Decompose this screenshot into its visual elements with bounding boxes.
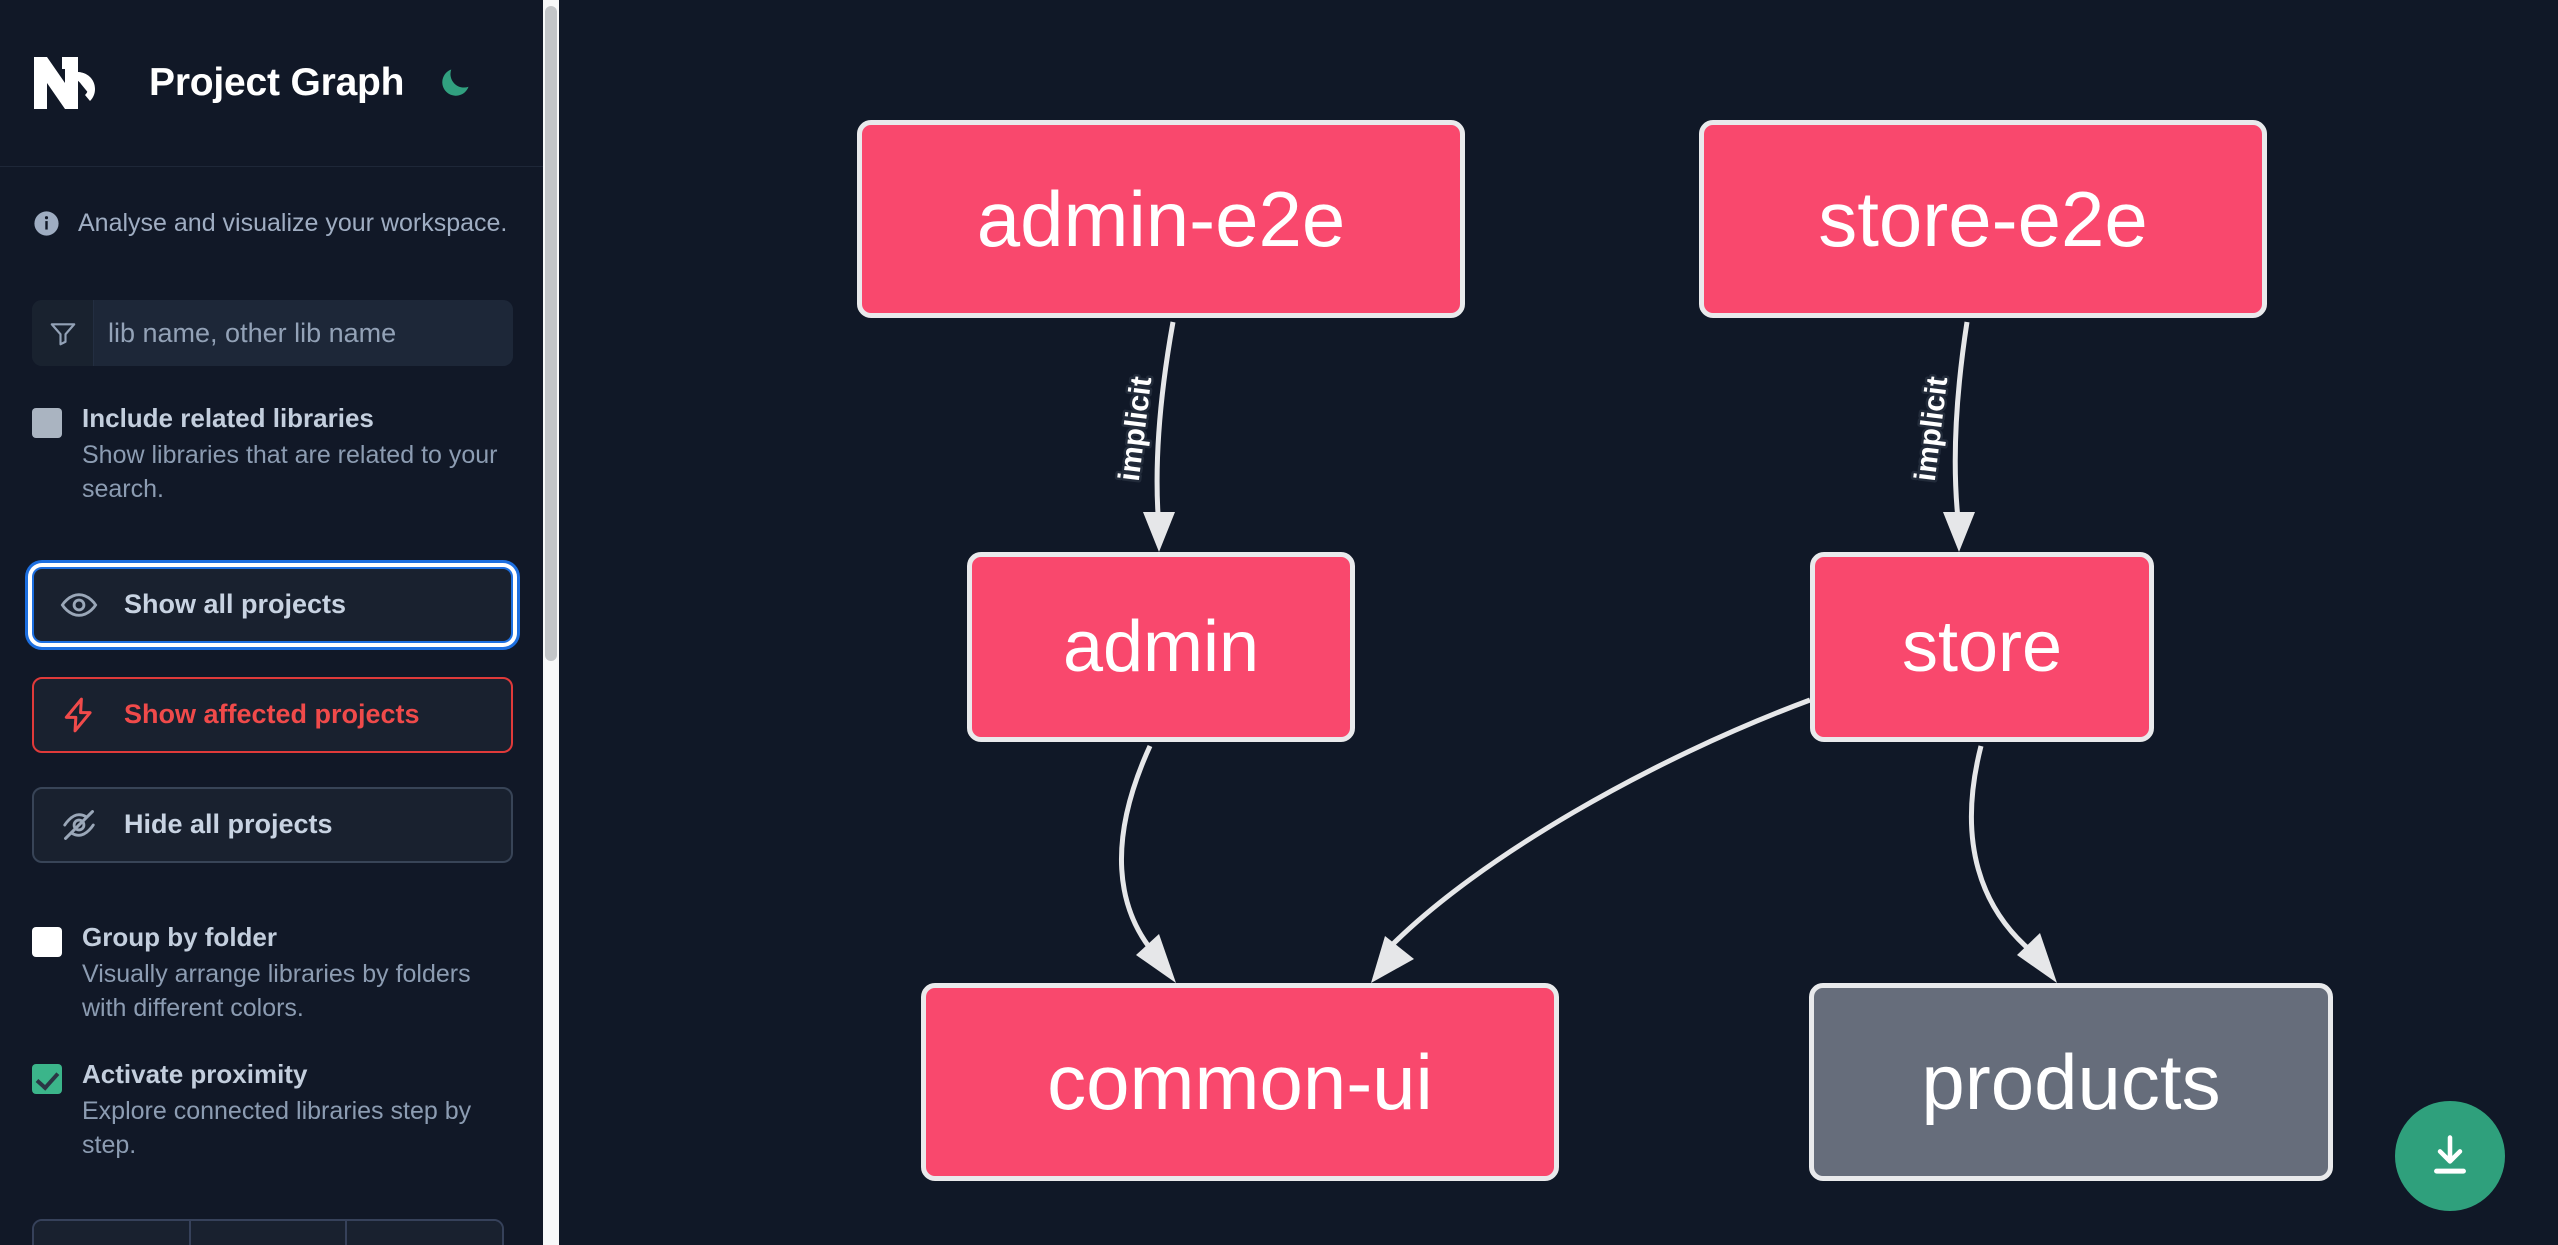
download-icon <box>2434 1135 2466 1174</box>
graph-node-store-e2e[interactable]: store-e2e <box>1699 120 2267 318</box>
show-all-projects-button[interactable]: Show all projects <box>32 566 513 643</box>
info-circle-icon <box>34 211 59 236</box>
graph-node-admin-e2e[interactable]: admin-e2e <box>857 120 1465 318</box>
filter-funnel-icon <box>32 300 94 366</box>
show-affected-projects-button[interactable]: Show affected projects <box>32 676 513 753</box>
sidebar: Project Graph Analyse and visualize your… <box>0 0 559 1245</box>
graph-node-label: admin-e2e <box>976 174 1346 263</box>
tagline-text: Analyse and visualize your workspace. <box>78 209 508 237</box>
option-label: Group by folder <box>82 921 277 952</box>
sidebar-content: Project Graph Analyse and visualize your… <box>0 0 545 1245</box>
sidebar-header: Project Graph <box>0 0 545 167</box>
visibility-button-group: Show all projects Show affected projects… <box>32 566 513 863</box>
group-by-folder-checkbox[interactable] <box>32 926 62 957</box>
option-group-by-folder[interactable]: Group by folder Visually arrange librari… <box>0 921 545 1026</box>
include-related-libraries-checkbox[interactable] <box>32 408 62 438</box>
option-include-related-libraries[interactable]: Include related libraries Show libraries… <box>0 403 545 507</box>
edge-admin-to-common-ui <box>1119 744 1176 983</box>
option-description: Explore connected libraries step by step… <box>82 1096 472 1160</box>
proximity-segment-3[interactable] <box>347 1221 502 1245</box>
option-label: Include related libraries <box>82 403 374 433</box>
graph-node-common-ui[interactable]: common-ui <box>921 983 1559 1181</box>
graph-node-admin[interactable]: admin <box>967 552 1355 742</box>
show-affected-projects-label: Show affected projects <box>124 699 420 730</box>
show-all-projects-label: Show all projects <box>124 589 347 620</box>
sidebar-tagline: Analyse and visualize your workspace. <box>0 167 545 238</box>
graph-node-label: store <box>1901 607 2063 687</box>
filter-funnel-icon-glyph <box>50 323 75 346</box>
proximity-segment-2[interactable] <box>190 1221 348 1245</box>
option-description: Visually arrange libraries by folders wi… <box>82 959 471 1023</box>
hide-all-projects-label: Hide all projects <box>124 809 333 840</box>
graph-node-label: store-e2e <box>1818 174 2148 263</box>
option-texts: Group by folder Visually arrange librari… <box>82 921 513 1026</box>
edge-store-to-products <box>1968 745 2057 983</box>
activate-proximity-checkbox[interactable] <box>32 1063 62 1094</box>
moon-icon[interactable] <box>433 61 477 105</box>
option-activate-proximity[interactable]: Activate proximity Explore connected lib… <box>0 1058 545 1163</box>
moon-icon-glyph <box>442 69 469 96</box>
option-label: Activate proximity <box>82 1058 308 1089</box>
eye-off-icon <box>63 809 95 840</box>
eye-icon <box>60 593 98 617</box>
page-title: Project Graph <box>149 61 405 104</box>
sidebar-scrollbar-thumb[interactable] <box>545 6 557 661</box>
proximity-segment-1[interactable] <box>34 1221 191 1245</box>
lightning-icon <box>64 697 92 733</box>
option-texts: Include related libraries Show libraries… <box>82 403 513 507</box>
edge-store-to-common-ui <box>1371 697 1811 983</box>
hide-all-projects-button[interactable]: Hide all projects <box>32 786 513 863</box>
edge-label-implicit-admin: implicit <box>1113 375 1159 483</box>
edge-label-implicit-store: implicit <box>1909 375 1955 483</box>
graph-canvas[interactable]: implicit implicit <box>559 0 2558 1245</box>
sidebar-scrollbar-track[interactable] <box>543 0 559 1245</box>
edge-admin-e2e-to-admin: implicit <box>1110 321 1176 552</box>
search-input[interactable] <box>94 300 513 366</box>
graph-node-store[interactable]: store <box>1810 552 2154 742</box>
graph-node-products[interactable]: products <box>1809 983 2333 1181</box>
search-bar <box>32 300 513 366</box>
option-description: Show libraries that are related to your … <box>82 440 498 504</box>
graph-node-label: admin <box>1062 607 1260 687</box>
graph-node-label: products <box>1921 1037 2221 1126</box>
option-texts: Activate proximity Explore connected lib… <box>82 1058 513 1163</box>
graph-node-label: common-ui <box>1047 1037 1433 1126</box>
download-graph-button[interactable] <box>2395 1101 2505 1211</box>
proximity-step-button-group[interactable] <box>32 1219 504 1245</box>
edge-store-e2e-to-store: implicit <box>1906 321 1975 552</box>
nx-logo-icon <box>34 57 95 109</box>
